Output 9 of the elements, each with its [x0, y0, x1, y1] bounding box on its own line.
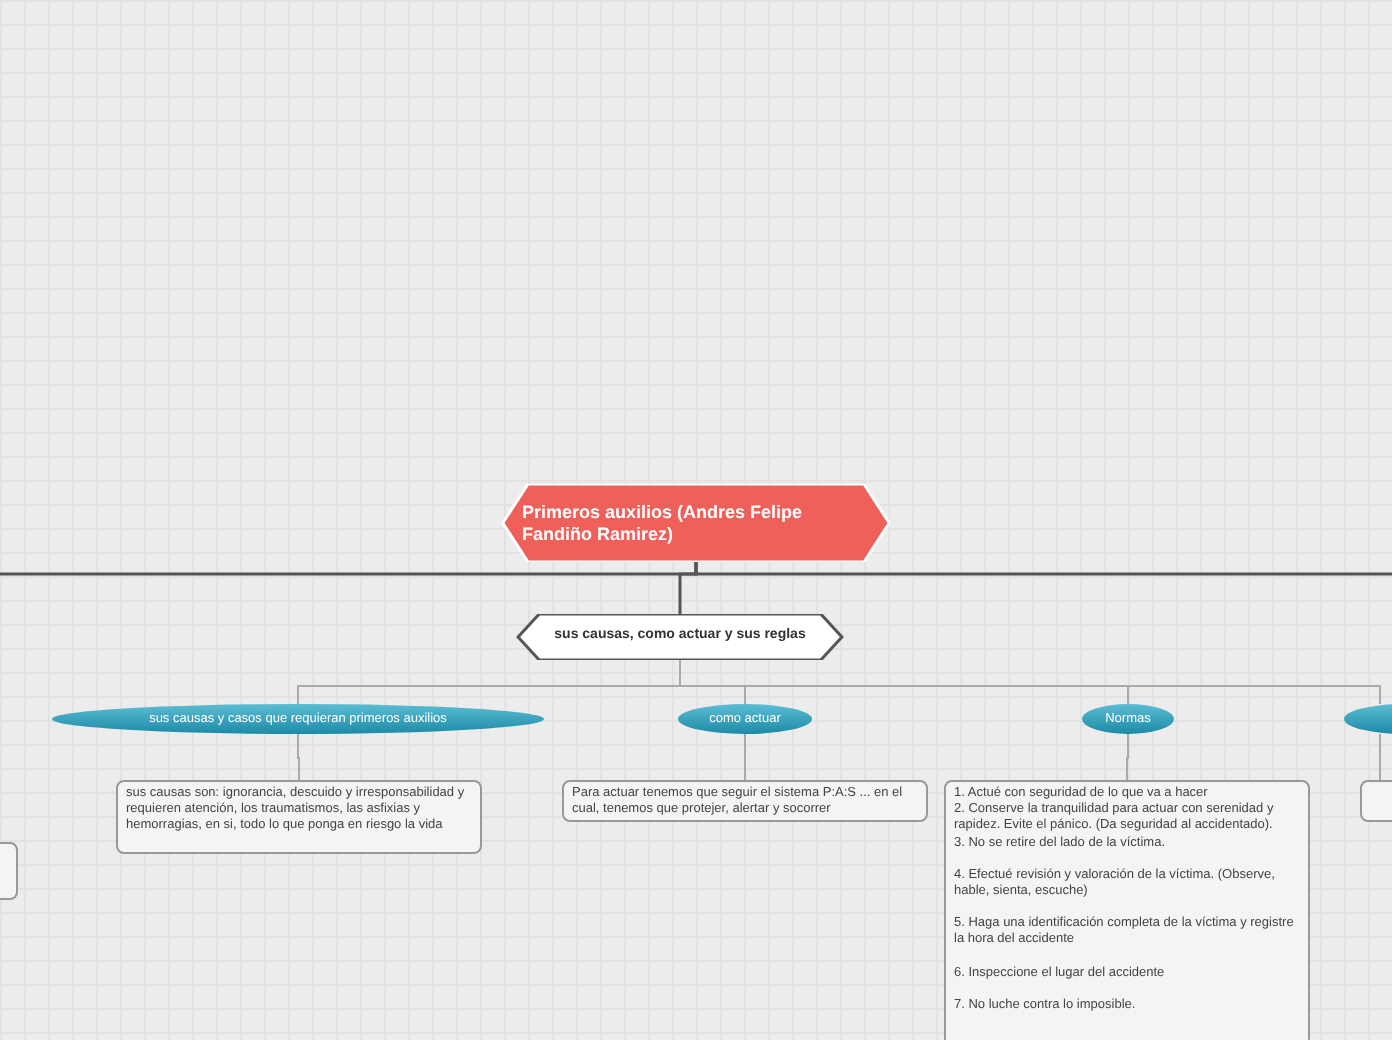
topic-title: Primeros auxilios (Andres Felipe Fandiño Ramirez): [520, 501, 805, 545]
connector-line: [678, 562, 698, 614]
connector-line: [744, 733, 746, 781]
connector-line: [1126, 733, 1129, 781]
connector-line: [297, 733, 300, 781]
connector-line: [1379, 733, 1381, 781]
note-card: [944, 780, 1310, 1040]
note-card: [116, 780, 482, 854]
note-card: [562, 780, 928, 822]
